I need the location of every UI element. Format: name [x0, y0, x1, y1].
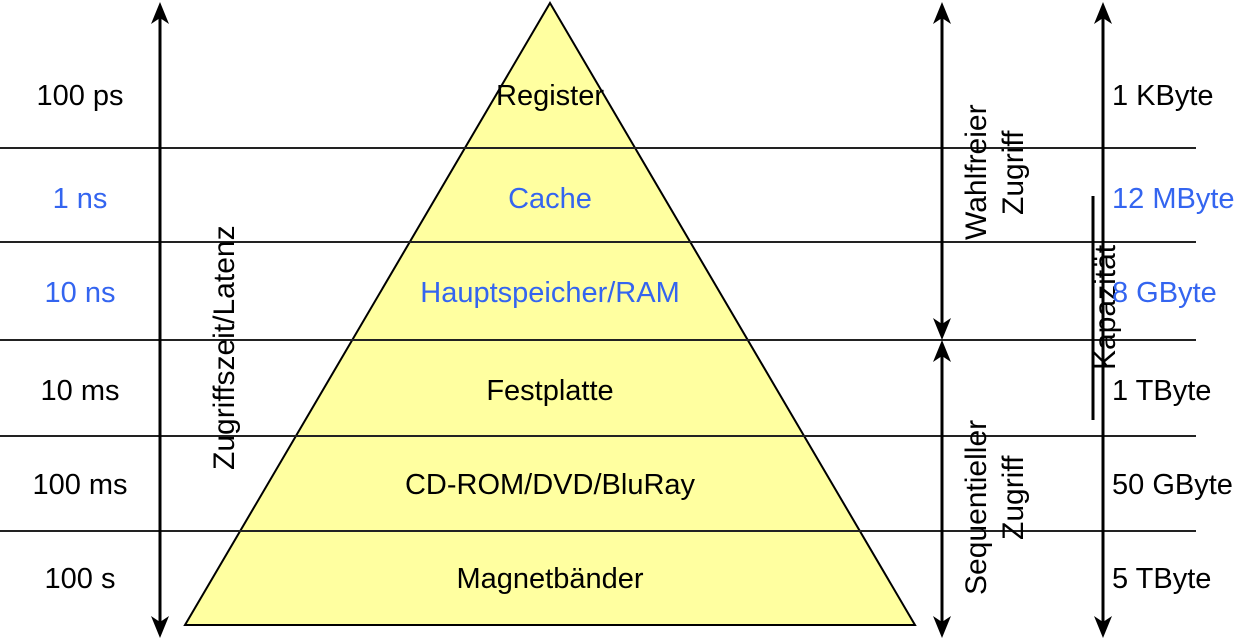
- sequential-access-label-line2: Zugriff: [997, 455, 1030, 540]
- tier-label-tape: Magnetbänder: [456, 563, 644, 595]
- capacity-value-optical: 50 GByte: [1112, 469, 1233, 501]
- latency-value-cache: 1 ns: [52, 183, 108, 215]
- tier-label-harddisk: Festplatte: [486, 375, 614, 407]
- pyramid-shape: [183, 1, 917, 626]
- latency-value-ram: 10 ns: [44, 277, 116, 309]
- sequential-access-axis-arrow: [933, 340, 951, 638]
- capacity-value-disk: 1 TByte: [1112, 375, 1212, 407]
- latency-value-tape: 100 s: [44, 563, 116, 595]
- sequential-access-label-line1: Sequentieller: [960, 419, 993, 595]
- tier-label-ram: Hauptspeicher/RAM: [420, 277, 680, 309]
- latency-axis-arrow: [151, 2, 169, 638]
- capacity-value-ram: 8 GByte: [1112, 277, 1217, 309]
- tier-divider-lines: [0, 147, 1196, 532]
- latency-axis-label: Zugriffszeit/Latenz: [208, 225, 241, 470]
- tier-label-register: Register: [496, 80, 604, 112]
- random-access-label-line2: Zugriff: [997, 130, 1030, 215]
- tier-label-cache: Cache: [508, 183, 592, 215]
- capacity-value-tape: 5 TByte: [1112, 563, 1212, 595]
- random-access-label-line1: Wahlfreier: [960, 104, 993, 240]
- random-access-axis-arrow: [933, 2, 951, 340]
- tier-label-optical: CD-ROM/DVD/BluRay: [404, 469, 696, 501]
- latency-value-optical: 100 ms: [32, 469, 128, 501]
- capacity-value-register: 1 KByte: [1112, 80, 1214, 112]
- capacity-value-cache: 12 MByte: [1112, 183, 1235, 215]
- capacity-axis-arrow: [1094, 2, 1112, 638]
- latency-value-disk: 10 ms: [40, 375, 120, 407]
- latency-value-register: 100 ps: [36, 80, 124, 112]
